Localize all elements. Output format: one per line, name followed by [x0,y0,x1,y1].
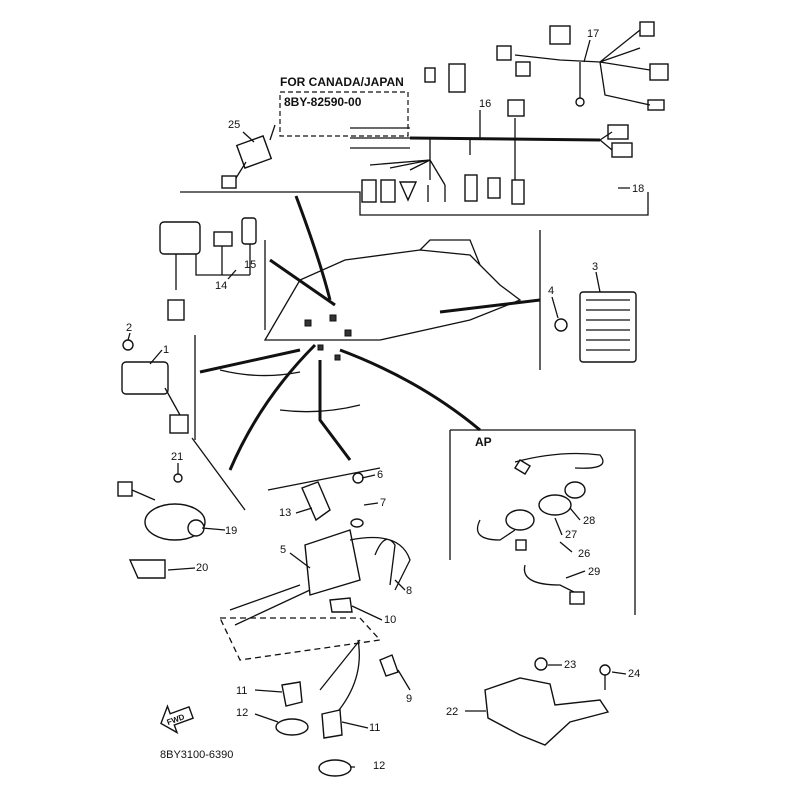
callout-10: 10 [384,614,396,626]
part-22-bracket [484,657,611,746]
callout-14: 14 [215,280,227,292]
callout-19: 19 [225,525,237,537]
callout-16: 16 [479,98,491,110]
callout-11-a: 11 [236,685,247,697]
callout-26: 26 [578,548,590,560]
callout-3: 3 [592,261,598,273]
wire-harness-group: FOR CANADA/JAPAN 8BY-82590-00 [180,21,669,216]
callout-2: 2 [126,322,132,334]
callout-numbers: 1 2 3 4 5 6 7 8 9 10 11 11 12 12 13 14 1… [126,28,644,772]
callout-22: 22 [446,706,458,718]
part-14-15-key-switch [159,217,257,321]
callout-5: 5 [280,544,286,556]
callout-4: 4 [548,285,554,297]
callout-27: 27 [565,529,577,541]
part-25-switch [221,124,276,189]
callout-25: 25 [228,119,240,131]
callout-leaders [127,39,630,768]
callout-12-b: 12 [373,760,385,772]
part-5-ignition-coil-group [218,472,411,777]
callout-17: 17 [587,28,599,40]
forward-direction-arrow: FWD [160,704,194,735]
callout-29: 29 [588,566,600,578]
callout-12-a: 12 [236,707,248,719]
callout-1: 1 [163,344,169,356]
callout-21: 21 [171,451,183,463]
region-note: FOR CANADA/JAPAN [280,75,404,89]
callout-28: 28 [583,515,595,527]
callout-23: 23 [564,659,576,671]
callout-9: 9 [406,693,412,705]
callout-15: 15 [244,259,256,271]
callout-24: 24 [628,668,640,680]
callout-11-b: 11 [369,722,380,734]
ap-label: AP [475,435,492,449]
diagram-code: 8BY3100-6390 [160,749,233,761]
part-1-cdi-unit [121,339,189,434]
callout-20: 20 [196,562,208,574]
callout-7: 7 [380,497,386,509]
callout-8: 8 [406,585,412,597]
callout-13: 13 [279,507,291,519]
harness-connector-cluster-left [361,159,525,205]
harness-connector-cluster-right [424,21,669,158]
callout-18: 18 [632,183,644,195]
region-box [279,91,409,137]
part-26-29-ap-group: AP [475,435,604,605]
part-3-regulator [554,291,637,363]
leader-lines [199,195,541,471]
callout-6: 6 [377,469,383,481]
part-19-21-assembly [117,473,206,579]
region-part-number: 8BY-82590-00 [284,95,362,109]
